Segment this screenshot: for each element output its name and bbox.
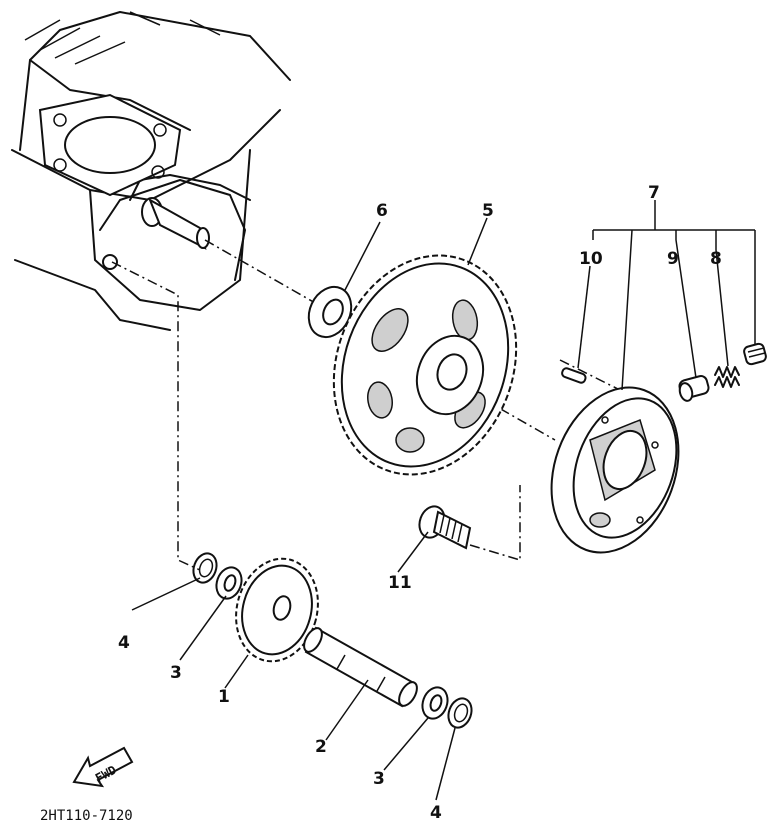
callout-4-right: 4 [430, 803, 442, 823]
callout-11: 11 [388, 573, 412, 593]
callout-labels: 1 2 3 3 4 4 5 6 7 8 9 10 11 [118, 183, 722, 823]
circlip-part-4-right [447, 697, 473, 729]
diagram-code: 2HT110-7120 [40, 808, 133, 824]
leader-lines [131, 200, 756, 801]
bolt-part-11 [418, 505, 472, 550]
callout-3-right: 3 [373, 769, 385, 789]
engine-case [11, 11, 291, 331]
callout-6: 6 [376, 201, 388, 221]
callout-9: 9 [667, 249, 679, 269]
idle-gear-shaft-part-2 [303, 626, 418, 708]
washer-part-3-left [215, 566, 243, 600]
callout-10: 10 [579, 249, 603, 269]
callout-2: 2 [315, 737, 327, 757]
washer-part-6 [307, 285, 353, 339]
spring-part-8 [714, 366, 740, 388]
roller-part-9 [678, 375, 710, 402]
callout-1: 1 [218, 687, 230, 707]
fwd-arrow-icon: FWD [72, 746, 134, 788]
callout-7: 7 [648, 183, 660, 203]
callout-5: 5 [482, 201, 494, 221]
callout-3-left: 3 [170, 663, 182, 683]
spring-cap [743, 342, 767, 366]
starter-clutch-part-7 [550, 386, 680, 554]
starter-wheel-gear-part-5 [332, 254, 518, 476]
circlip-part-4-left [192, 552, 218, 584]
roller-pin-part-10 [561, 367, 587, 384]
washer-part-3-right [421, 686, 449, 720]
callout-8: 8 [710, 249, 722, 269]
idle-gear-part-1 [235, 557, 319, 663]
callout-4-left: 4 [118, 633, 130, 653]
